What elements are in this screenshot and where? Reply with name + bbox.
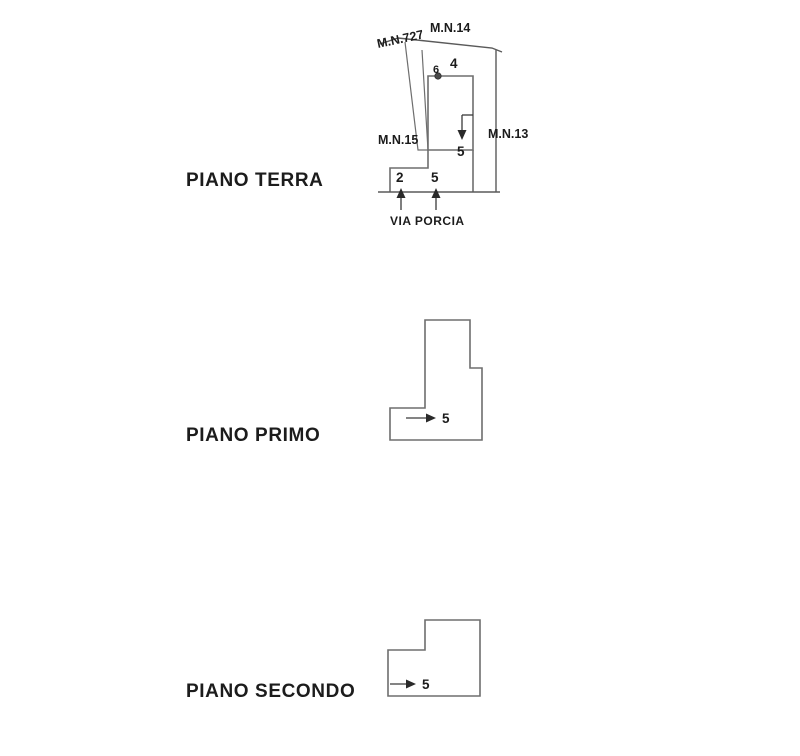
parcel-label-mn-15: M.N.15	[378, 133, 418, 147]
floor-plan-second: 5	[387, 619, 481, 697]
wall-outline-second	[387, 619, 481, 697]
floor-plan-first: 5	[389, 319, 483, 441]
parcel-label-mn-13: M.N.13	[488, 127, 528, 141]
unit-number-5-right: 5	[457, 144, 465, 159]
floor-label-first: PIANO PRIMO	[186, 425, 321, 446]
unit-number-6: 6	[433, 64, 439, 76]
wall-outline-first	[389, 319, 483, 441]
parcel-label-mn-727: M.N.727	[376, 27, 425, 51]
unit-number-5-second: 5	[422, 677, 430, 692]
arrowhead-right-5-first	[426, 413, 436, 423]
unit-number-4: 4	[450, 56, 458, 71]
wall-central-block	[427, 75, 474, 151]
wall-wedge-west	[404, 41, 429, 151]
floor-plan-ground: M.N.727 M.N.14 M.N.13 M.N.15 4 6 5 2 5 V…	[376, 21, 529, 228]
entry-marker-dot	[434, 72, 442, 80]
parcel-label-mn-14: M.N.14	[430, 21, 470, 35]
street-name-label: VIA PORCIA	[390, 214, 465, 228]
arrowhead-down-5	[457, 130, 467, 140]
wall-west-wing	[389, 150, 429, 192]
boundary-north	[397, 37, 503, 53]
floor-label-ground: PIANO TERRA	[186, 170, 324, 191]
unit-number-5-first: 5	[442, 411, 450, 426]
arrowhead-right-5-second	[406, 679, 416, 689]
arrowhead-up-2	[396, 188, 406, 198]
floor-label-second: PIANO SECONDO	[186, 681, 356, 702]
arrowhead-up-5-bottom	[431, 188, 441, 198]
unit-number-5-bottom: 5	[431, 170, 439, 185]
boundary-northwest	[379, 37, 399, 45]
unit-number-2-bottom: 2	[396, 170, 404, 185]
